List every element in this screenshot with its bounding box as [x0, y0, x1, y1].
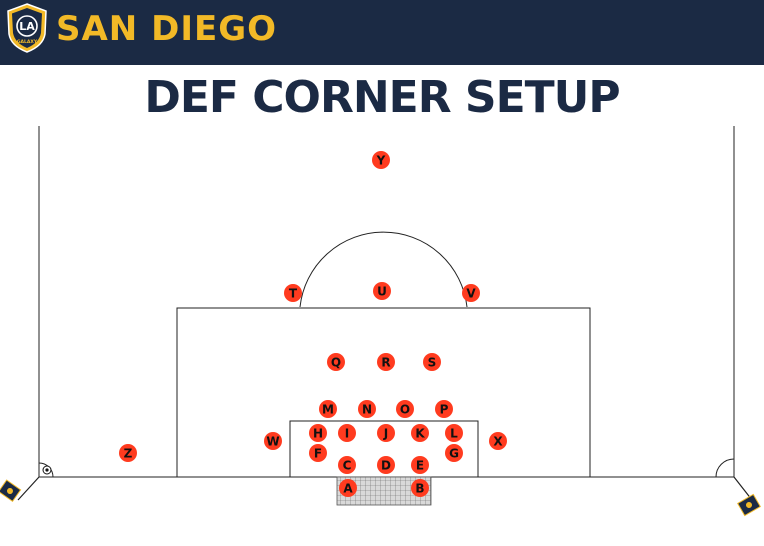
player-dot [119, 444, 137, 462]
penalty-box [176, 307, 591, 478]
player-marker-a: A [339, 479, 357, 497]
player-dot [284, 284, 302, 302]
player-marker-p: P [435, 400, 453, 418]
player-label: M [322, 403, 334, 417]
player-dot [462, 284, 480, 302]
player-marker-j: J [377, 424, 395, 442]
player-label: L [450, 427, 458, 441]
player-marker-m: M [319, 400, 337, 418]
player-label: N [362, 403, 372, 417]
player-marker-h: H [309, 424, 327, 442]
player-marker-u: U [373, 282, 391, 300]
player-label: S [428, 356, 437, 370]
player-marker-q: Q [327, 353, 345, 371]
player-label: G [449, 447, 459, 461]
player-label: U [377, 285, 387, 299]
player-dot [445, 424, 463, 442]
player-dot [411, 424, 429, 442]
player-label: O [400, 403, 410, 417]
player-label: T [289, 287, 298, 301]
player-marker-z: Z [119, 444, 137, 462]
player-dot [377, 424, 395, 442]
player-marker-f: F [309, 444, 327, 462]
logo-text-bottom: GALAXY [17, 39, 38, 45]
player-dot [264, 432, 282, 450]
brand-name: SAN DIEGO [56, 9, 278, 49]
player-dot [358, 400, 376, 418]
player-dot [309, 424, 327, 442]
la-galaxy-logo: LA GALAXY [7, 3, 47, 53]
player-label: R [381, 356, 390, 370]
player-marker-y: Y [372, 151, 390, 169]
player-label: A [343, 482, 353, 496]
player-marker-l: L [445, 424, 463, 442]
player-label: V [466, 287, 476, 301]
ball-icon [42, 465, 52, 475]
player-dot [338, 456, 356, 474]
player-marker-x: X [489, 432, 507, 450]
player-label: F [314, 447, 322, 461]
player-marker-i: I [338, 424, 356, 442]
player-dot [396, 400, 414, 418]
logo-text-top: LA [19, 20, 35, 33]
player-label: H [313, 427, 323, 441]
player-dot [411, 479, 429, 497]
player-marker-w: W [264, 432, 282, 450]
player-marker-b: B [411, 479, 429, 497]
player-dot [309, 444, 327, 462]
player-label: P [440, 403, 449, 417]
player-label: Q [331, 356, 341, 370]
player-dot [373, 282, 391, 300]
player-label: C [343, 459, 352, 473]
player-label: D [381, 459, 391, 473]
page-title: DEF CORNER SETUP [144, 72, 620, 123]
player-label: X [493, 435, 503, 449]
player-dot [339, 479, 357, 497]
player-label: I [345, 427, 349, 441]
player-dot [411, 456, 429, 474]
header-banner: LA GALAXY SAN DIEGO [0, 0, 764, 65]
penalty-arc [299, 231, 468, 308]
players-layer: A B C D E F G H I J K L M N O P Q R S T U V W X Y Z [119, 151, 507, 497]
player-dot [445, 444, 463, 462]
player-marker-d: D [377, 456, 395, 474]
corner-arc-right [715, 458, 735, 478]
player-label: Y [376, 154, 386, 168]
player-marker-c: C [338, 456, 356, 474]
player-marker-n: N [358, 400, 376, 418]
player-label: K [415, 427, 425, 441]
player-dot [377, 353, 395, 371]
player-label: J [383, 427, 388, 441]
player-marker-t: T [284, 284, 302, 302]
player-label: B [415, 482, 424, 496]
player-label: E [416, 459, 424, 473]
player-label: W [266, 435, 279, 449]
player-marker-v: V [462, 284, 480, 302]
corner-flag-left-icon [0, 476, 40, 503]
player-dot [377, 456, 395, 474]
player-dot [327, 353, 345, 371]
player-dot [489, 432, 507, 450]
player-dot [319, 400, 337, 418]
player-marker-r: R [377, 353, 395, 371]
player-label: Z [124, 447, 133, 461]
player-marker-s: S [423, 353, 441, 371]
player-marker-g: G [445, 444, 463, 462]
corner-flag-right-icon [733, 476, 761, 517]
player-marker-k: K [411, 424, 429, 442]
player-dot [372, 151, 390, 169]
player-dot [423, 353, 441, 371]
player-dot [338, 424, 356, 442]
player-marker-o: O [396, 400, 414, 418]
player-dot [435, 400, 453, 418]
player-marker-e: E [411, 456, 429, 474]
